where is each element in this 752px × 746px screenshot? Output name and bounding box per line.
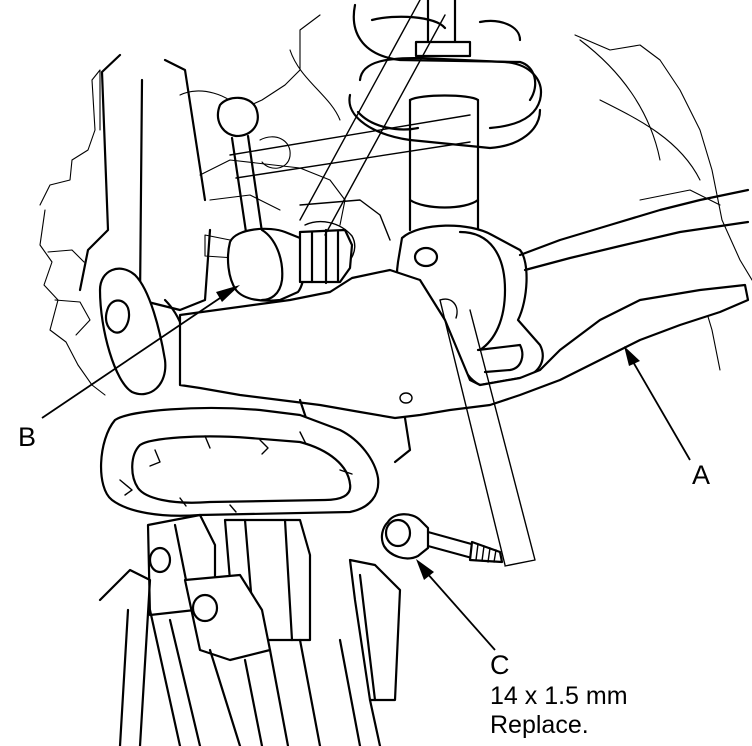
callout-b-label: B [18,422,37,452]
jack-stand [98,513,402,746]
stabilizer-link [216,96,354,302]
flange-bolt [380,513,504,564]
shock-absorber [395,0,544,387]
leader-c [416,559,496,651]
leader-a [624,346,691,461]
bolt-size-label: 14 x 1.5 mm [490,682,628,710]
alignment-line [299,0,536,567]
subframe-bracket [574,34,752,371]
leader-b [41,285,240,419]
jack-cradle [100,406,380,517]
callout-c-label: C [490,650,510,680]
bolt-replace-note: Replace. [490,711,589,739]
callout-a-label: A [692,460,711,490]
knuckle [78,53,212,396]
lower-control-arm [178,188,750,464]
